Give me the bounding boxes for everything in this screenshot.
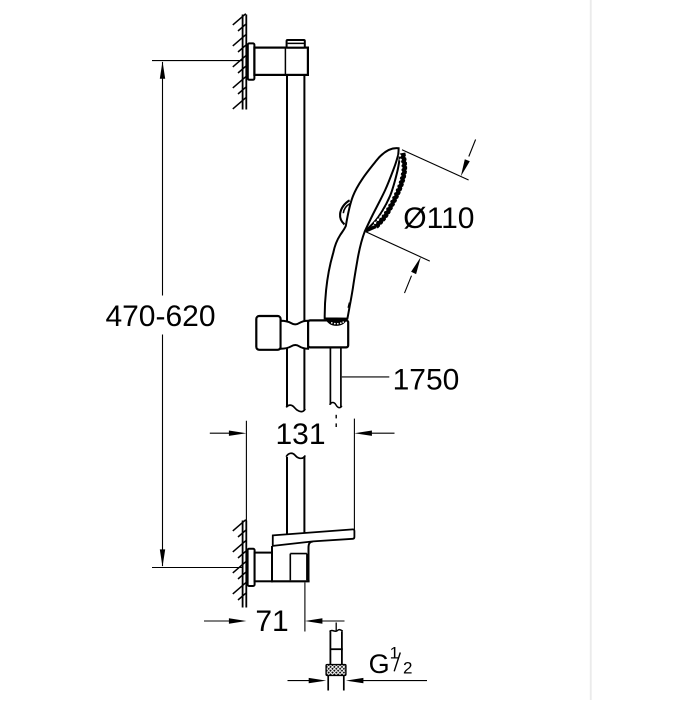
svg-text:71: 71	[255, 605, 288, 638]
svg-text:470-620: 470-620	[105, 300, 215, 333]
svg-text:2: 2	[403, 659, 412, 678]
svg-text:G: G	[369, 649, 390, 679]
svg-text:Ø110: Ø110	[403, 202, 474, 235]
svg-text:1750: 1750	[393, 364, 460, 397]
svg-text:131: 131	[275, 418, 325, 451]
svg-text:1: 1	[390, 643, 399, 662]
